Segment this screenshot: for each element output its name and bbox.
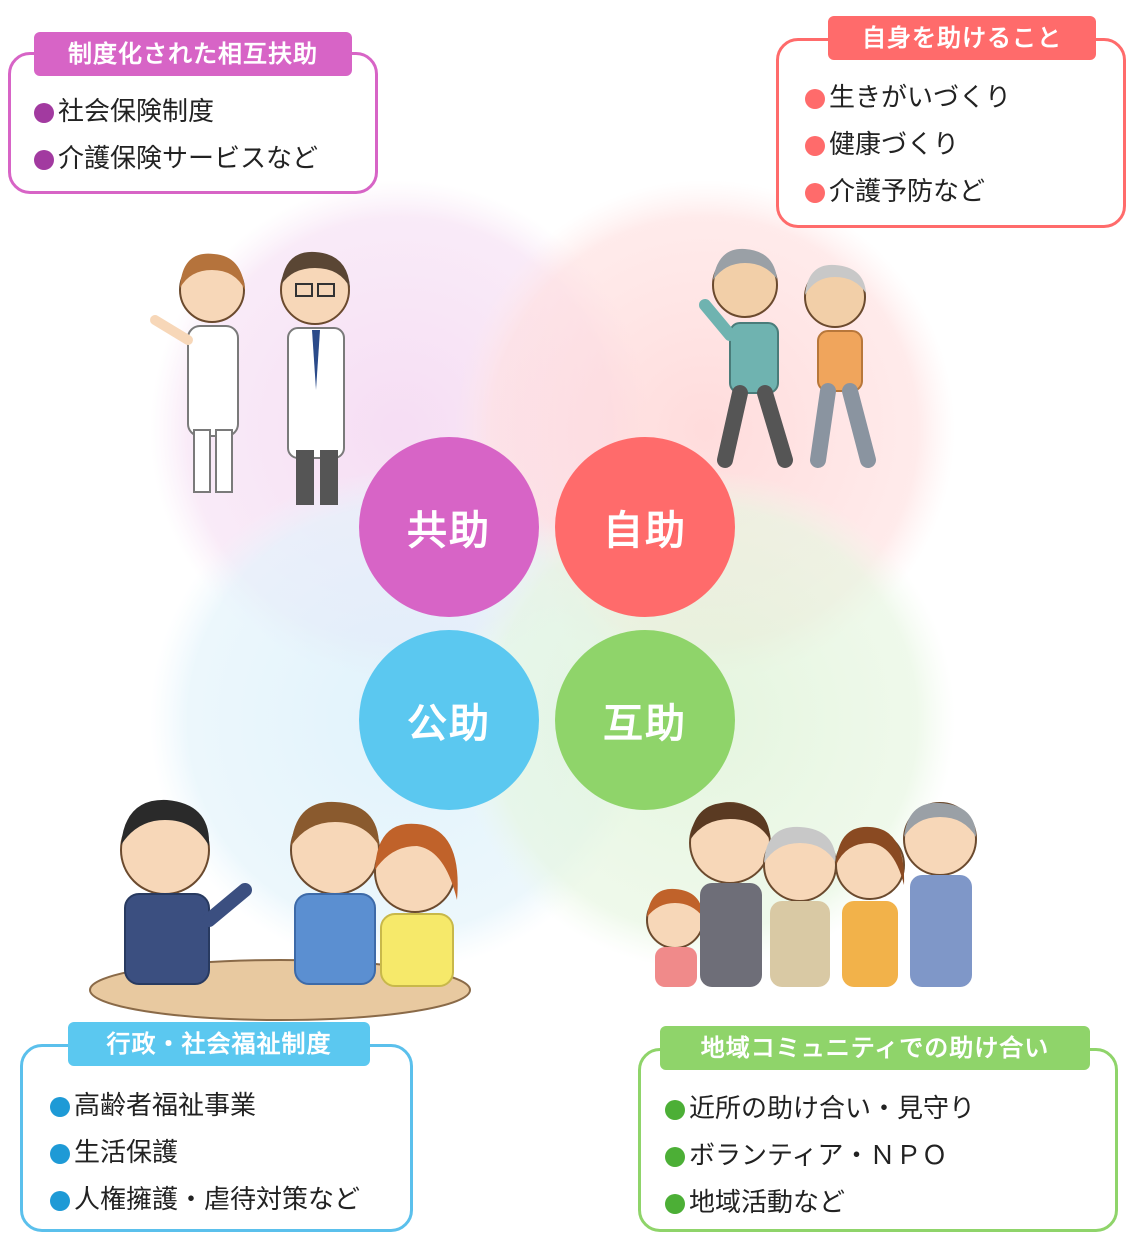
list-item: 介護保険サービスなど — [34, 136, 318, 183]
consultation-illustration — [89, 799, 471, 1021]
gojo-info-list: 近所の助け合い・見守り ボランティア・ＮＰＯ 地域活動など — [665, 1086, 975, 1227]
list-item: 人権擁護・虐待対策など — [50, 1177, 360, 1224]
list-item: 地域活動など — [665, 1180, 975, 1227]
jijo-circle-label: 自助 — [603, 508, 687, 554]
jijo-info-title: 自身を助けること — [828, 16, 1096, 60]
gojo-circle-label: 互助 — [603, 701, 687, 747]
jijo-info-list: 生きがいづくり 健康づくり 介護予防など — [805, 75, 1011, 216]
elderly-couple-illustration — [699, 248, 876, 468]
community-group-illustration — [646, 802, 977, 987]
gojo-info-box — [638, 1048, 1118, 1232]
kyojo-info-list: 社会保険制度 介護保険サービスなど — [34, 89, 318, 183]
kojo-info-box — [20, 1044, 413, 1232]
bullet-dot-icon — [665, 1146, 685, 1167]
list-item: 近所の助け合い・見守り — [665, 1086, 975, 1133]
gojo-info-title: 地域コミュニティでの助け合い — [660, 1026, 1090, 1070]
jijo-circle: 自助 — [555, 437, 735, 617]
kyojo-info-title: 制度化された相互扶助 — [34, 32, 352, 76]
gojo-circle: 互助 — [555, 630, 735, 810]
kyojo-circle-label: 共助 — [407, 508, 491, 554]
bullet-dot-icon — [34, 102, 54, 123]
bullet-dot-icon — [34, 149, 54, 170]
list-item: ボランティア・ＮＰＯ — [665, 1133, 975, 1180]
list-item: 健康づくり — [805, 122, 1011, 169]
bullet-dot-icon — [805, 88, 825, 109]
kojo-circle-label: 公助 — [407, 701, 491, 747]
kyojo-circle: 共助 — [359, 437, 539, 617]
list-item: 生活保護 — [50, 1130, 360, 1177]
bullet-dot-icon — [805, 182, 825, 203]
bullet-dot-icon — [50, 1143, 70, 1164]
list-item: 高齢者福祉事業 — [50, 1083, 360, 1130]
list-item: 社会保険制度 — [34, 89, 318, 136]
kojo-info-title: 行政・社会福祉制度 — [68, 1022, 370, 1066]
medical-staff-illustration — [150, 251, 350, 505]
bullet-dot-icon — [50, 1190, 70, 1211]
bullet-dot-icon — [50, 1096, 70, 1117]
bullet-dot-icon — [665, 1193, 685, 1214]
list-item: 介護予防など — [805, 169, 1011, 216]
list-item: 生きがいづくり — [805, 75, 1011, 122]
bullet-dot-icon — [665, 1099, 685, 1120]
kojo-info-list: 高齢者福祉事業 生活保護 人権擁護・虐待対策など — [50, 1083, 360, 1224]
kojo-circle: 公助 — [359, 630, 539, 810]
bullet-dot-icon — [805, 135, 825, 156]
